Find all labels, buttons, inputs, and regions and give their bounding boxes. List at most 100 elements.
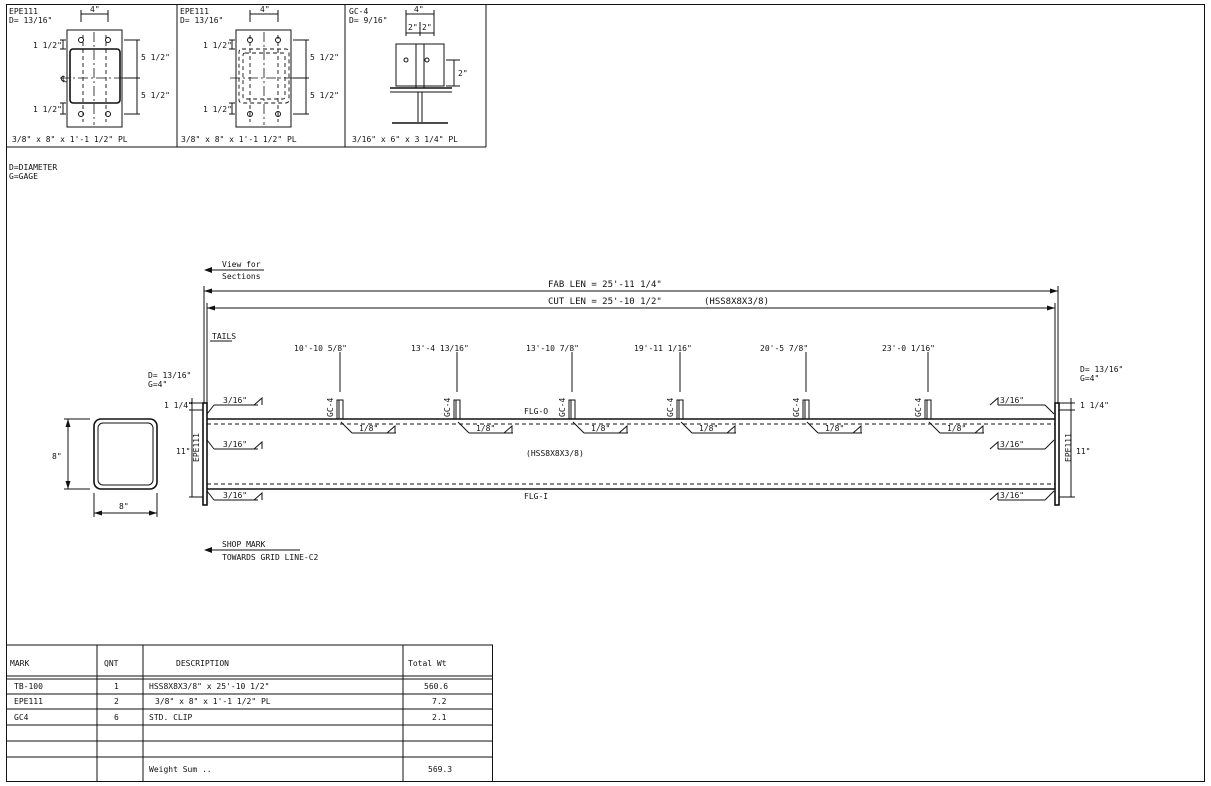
left-top-dim: 1 1/4" — [164, 401, 193, 410]
bom-cell-weight: 7.2 — [432, 697, 447, 706]
bom-cell-qnt: 6 — [114, 713, 119, 722]
bom-weight-sum-value: 569.3 — [428, 765, 452, 774]
bolt-hole — [105, 37, 111, 43]
detail-height-dim: 2" — [458, 69, 468, 78]
bom-cell-description: HSS8X8X3/8" x 25'-10 1/2" — [149, 682, 269, 691]
section-height-dim: 8" — [52, 452, 62, 461]
bolt-hole — [247, 111, 253, 117]
detail-width-dim: 4" — [414, 5, 424, 14]
clip-label: GC-4 — [666, 398, 675, 417]
clip-label: GC-4 — [792, 398, 801, 417]
right-end-gage: G=4" — [1080, 374, 1099, 383]
section-view: 8" 8" — [52, 418, 158, 517]
fab-len-label: FAB LEN = 25'-11 1/4" — [548, 280, 662, 290]
end-plate-outline — [235, 29, 292, 128]
clip-weld-size: 1/8" — [591, 424, 610, 433]
clip-position-dim: 10'-10 5/8" — [294, 344, 347, 353]
bolt-hole — [275, 37, 281, 43]
view-for-line1: View for — [222, 260, 261, 269]
clip-weld-leader — [928, 421, 941, 434]
clip-label: GC-4 — [558, 398, 567, 417]
centerline-mark: ℄ — [60, 75, 67, 85]
hss-section-outer — [93, 418, 158, 490]
view-for-sections: View for Sections — [204, 260, 264, 281]
tails-label: TAILS — [212, 332, 236, 341]
detail-edge-top: 1 1/2" — [33, 41, 62, 50]
weld-size-label: 3/16" — [1000, 440, 1024, 449]
weld-size-label: 3/16" — [1000, 396, 1024, 405]
clip-weld-fillet — [618, 424, 628, 434]
hss-inner-hidden — [242, 52, 286, 100]
clip-weld-fillet — [726, 424, 736, 434]
clip-position-dim: 23'-0 1/16" — [882, 344, 935, 353]
left-plate-label: EPE111 — [192, 433, 201, 462]
clip-weld-size: 1/8" — [359, 424, 378, 433]
clip-label: GC-4 — [914, 398, 923, 417]
bom-cell-description: 3/8" x 8" x 1'-1 1/2" PL — [155, 697, 271, 706]
clip-weld-fillet — [386, 424, 396, 434]
fab-length-dimension: FAB LEN = 25'-11 1/4" — [203, 280, 1059, 403]
bom-cell-qnt: 1 — [114, 682, 119, 691]
bom-cell-description: STD. CLIP — [149, 713, 193, 722]
weld-size-label: 3/16" — [223, 396, 247, 405]
detail-width-dim: 4" — [260, 5, 270, 14]
clip-plate — [924, 399, 932, 420]
detail-gage-left: 2" — [408, 23, 418, 32]
clip-weld-leader — [457, 421, 470, 434]
detail-diameter: D= 13/16" — [180, 16, 223, 25]
detail-diameter: D= 9/16" — [349, 16, 388, 25]
clip-weld-fillet — [852, 424, 862, 434]
detail-diameter: D= 13/16" — [9, 16, 52, 25]
clip-hole — [403, 57, 409, 63]
detail-epe111-a: EPE111 D= 13/16" 4" ℄ 1 1/2" 1 1/2" 5 1/… — [9, 5, 170, 144]
shop-mark-line1: SHOP MARK — [222, 540, 266, 549]
weld-size-label: 3/16" — [223, 440, 247, 449]
clip-plate — [676, 399, 684, 420]
detail-span-top: 5 1/2" — [310, 53, 339, 62]
bom-header-mark: MARK — [10, 659, 29, 668]
clip-position-dim: 13'-4 13/16" — [411, 344, 469, 353]
bom-cell-qnt: 2 — [114, 697, 119, 706]
detail-boxes-frame — [6, 4, 487, 148]
right-top-dim: 1 1/4" — [1080, 401, 1109, 410]
clip-plate-outline — [395, 43, 445, 87]
clip-label: GC-4 — [443, 398, 452, 417]
bom-cell-mark: EPE111 — [14, 697, 43, 706]
left-end-gage: G=4" — [148, 380, 167, 389]
bolt-hole — [247, 37, 253, 43]
clip-weld-size: 1/8" — [699, 424, 718, 433]
member-size-mid: (HSS8X8X3/8) — [526, 449, 584, 458]
detail-caption: 3/16" x 6" x 3 1/4" PL — [352, 135, 458, 144]
detail-edge-bottom: 1 1/2" — [203, 105, 232, 114]
bom-cell-mark: TB-100 — [14, 682, 43, 691]
detail-gage-right: 2" — [422, 23, 432, 32]
detail-title: EPE111 — [180, 7, 209, 16]
shop-mark-note: SHOP MARK TOWARDS GRID LINE-C2 — [204, 540, 319, 562]
detail-width-dim: 4" — [90, 5, 100, 14]
hss-section-inner — [97, 422, 154, 486]
hss-outline — [69, 48, 121, 104]
bolt-hole — [78, 37, 84, 43]
clip-weld-size: 1/8" — [825, 424, 844, 433]
detail-gc4: GC-4 D= 9/16" 4" 2" 2" 2" 3/16" x 6" x 3… — [349, 5, 468, 144]
legend-gage: G=GAGE — [9, 172, 38, 181]
bolt-hole — [105, 111, 111, 117]
bom-cell-weight: 560.6 — [424, 682, 448, 691]
clip-weld-fillet — [974, 424, 984, 434]
bom-header-description: DESCRIPTION — [176, 659, 229, 668]
right-end-plate: EPE111 D= 13/16" G=4" 1 1/4" 11" — [1054, 365, 1123, 506]
bill-of-material: MARK QNT DESCRIPTION Total Wt TB-100 1 H… — [6, 644, 493, 782]
clip-weld-leader — [680, 421, 693, 434]
detail-caption: 3/8" x 8" x 1'-1 1/2" PL — [181, 135, 297, 144]
detail-title: EPE111 — [9, 7, 38, 16]
clip-weld-fillet — [503, 424, 513, 434]
weld-size-label: 3/16" — [1000, 491, 1024, 500]
clip-plate — [802, 399, 810, 420]
view-for-line2: Sections — [222, 272, 261, 281]
clip-position-dim: 13'-10 7/8" — [526, 344, 579, 353]
weld-size-label: 3/16" — [223, 491, 247, 500]
bom-header-total-wt: Total Wt — [408, 659, 447, 668]
detail-edge-top: 1 1/2" — [203, 41, 232, 50]
right-height-dim: 11" — [1076, 447, 1090, 456]
